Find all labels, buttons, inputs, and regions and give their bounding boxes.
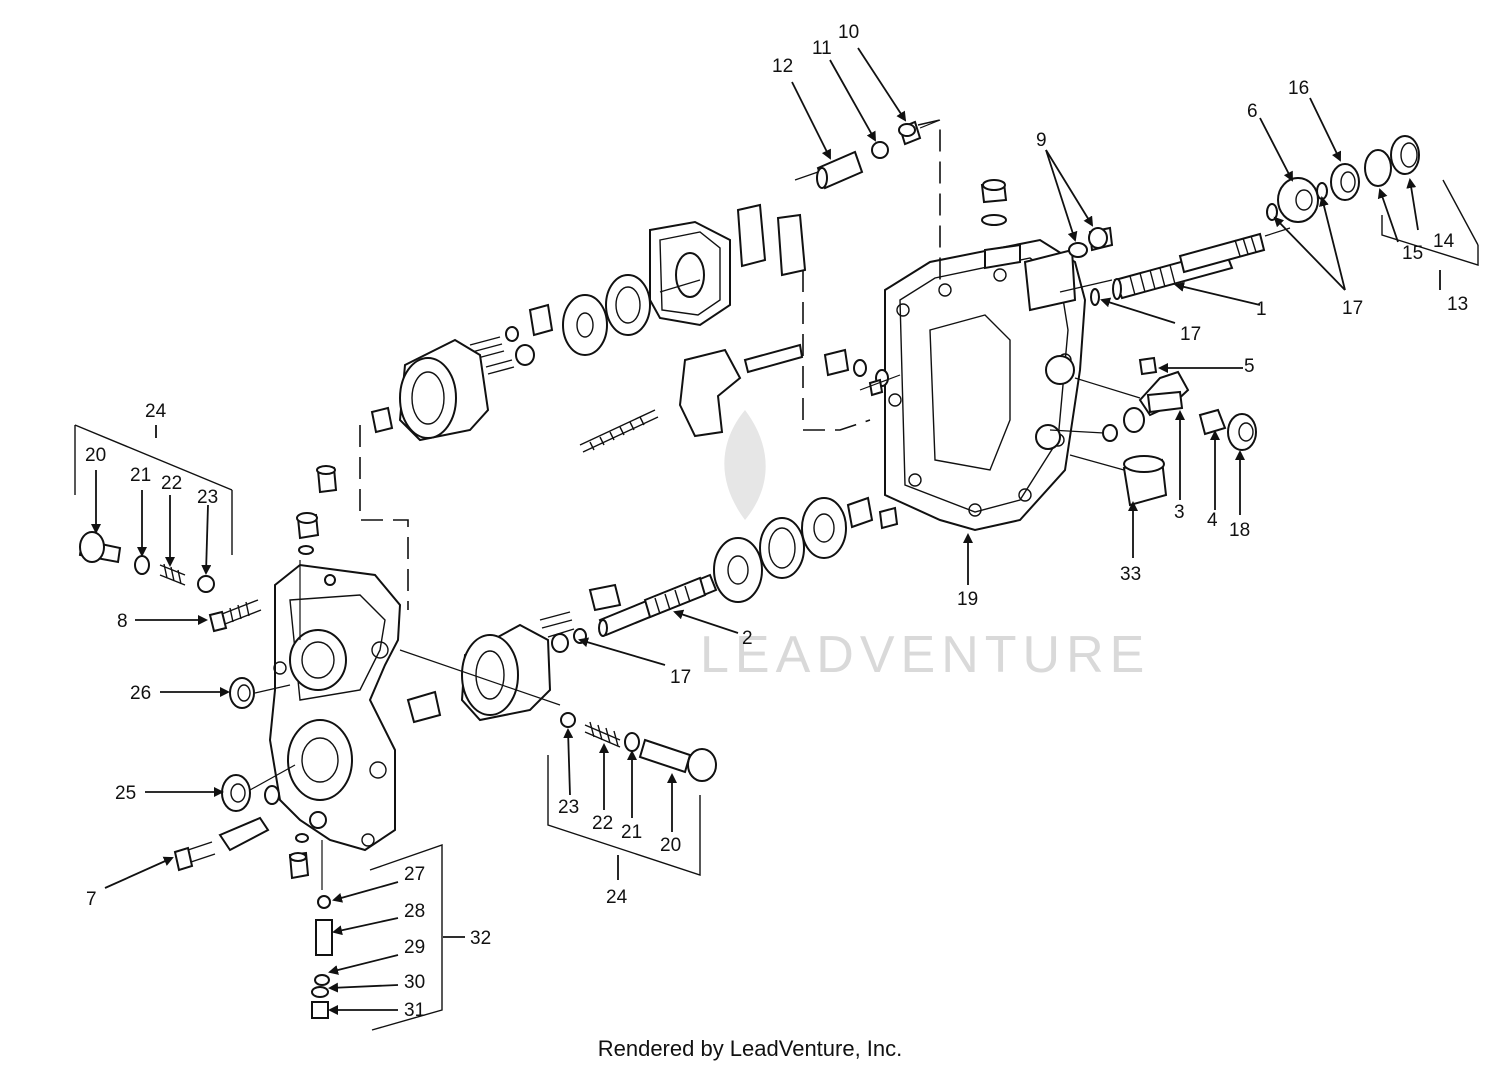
- callout-19: 19: [957, 589, 978, 610]
- bracket-32: [369, 844, 443, 1031]
- left-end-cap: [264, 563, 402, 852]
- callout-24b: 24: [606, 887, 628, 908]
- watermark-text: LEADVENTURE: [700, 626, 1150, 684]
- seal-group-right: [1266, 135, 1420, 223]
- callout-26: 26: [130, 683, 151, 704]
- callout-27: 27: [404, 864, 425, 885]
- seal-25: [221, 774, 251, 812]
- callout-23b: 23: [558, 797, 579, 818]
- callout-22b: 22: [592, 813, 613, 834]
- callout-33: 33: [1120, 564, 1141, 585]
- callout-10: 10: [838, 22, 859, 43]
- callout-labels: 1 2 3 4 5 6 7 8 9 10 11 12 13 14 15 16 1…: [85, 22, 1468, 1021]
- callout-2: 2: [742, 628, 753, 649]
- callout-30: 30: [404, 972, 425, 993]
- callout-20b: 20: [660, 835, 681, 856]
- bolt-7: [173, 816, 270, 872]
- bracket-24-upper: [74, 424, 233, 555]
- callout-6: 6: [1247, 101, 1258, 122]
- callout-25: 25: [115, 783, 136, 804]
- callout-21a: 21: [130, 465, 151, 486]
- callout-20a: 20: [85, 445, 106, 466]
- swashplate-assembly: [469, 203, 807, 375]
- callout-23a: 23: [197, 487, 218, 508]
- check-valve-lower: [560, 712, 717, 782]
- callout-24a: 24: [145, 401, 167, 422]
- bracket-13: [1381, 179, 1479, 266]
- seal-26: [229, 677, 255, 709]
- lower-bearing-stack: [713, 496, 874, 603]
- lower-cylinder-block: [406, 611, 587, 724]
- callout-13: 13: [1447, 294, 1468, 315]
- leader-lines: [91, 47, 1441, 1015]
- callout-28: 28: [404, 901, 425, 922]
- relief-valve-stack: [311, 895, 333, 1019]
- callout-17b: 17: [1180, 324, 1201, 345]
- pins-10-11-12: [816, 120, 922, 190]
- callout-1: 1: [1256, 299, 1267, 320]
- callout-16: 16: [1288, 78, 1309, 99]
- callout-4: 4: [1207, 510, 1218, 531]
- callout-29: 29: [404, 937, 425, 958]
- callout-3: 3: [1174, 502, 1185, 523]
- bolt-8: [208, 599, 262, 633]
- bracket-24-lower: [547, 755, 701, 876]
- callout-22a: 22: [161, 473, 182, 494]
- callout-18: 18: [1229, 520, 1250, 541]
- top-cylinder-block: [370, 338, 490, 442]
- callout-32: 32: [470, 928, 491, 949]
- output-shaft: [588, 573, 718, 637]
- callout-12: 12: [772, 56, 793, 77]
- callout-21b: 21: [621, 822, 642, 843]
- callout-7: 7: [86, 889, 97, 910]
- callout-15: 15: [1402, 243, 1423, 264]
- plug-9: [1068, 226, 1114, 258]
- input-shaft: [1112, 232, 1266, 300]
- left-cap-plugs: [288, 465, 338, 880]
- cap-33: [1122, 455, 1168, 507]
- footer-credit: Rendered by LeadVenture, Inc.: [597, 1036, 903, 1061]
- top-plug: [980, 179, 1008, 226]
- callout-11: 11: [812, 38, 832, 59]
- watermark: LEADVENTURE: [700, 410, 1150, 684]
- callout-5: 5: [1244, 356, 1255, 377]
- small-fittings: [823, 348, 899, 530]
- trunnion-arm: [579, 343, 804, 453]
- control-arm: [1102, 356, 1257, 451]
- callout-17c: 17: [670, 667, 691, 688]
- callout-9: 9: [1036, 130, 1047, 151]
- callout-14: 14: [1433, 231, 1455, 252]
- callout-31: 31: [404, 1000, 425, 1021]
- right-housing: [884, 238, 1087, 532]
- callout-17a: 17: [1342, 298, 1363, 319]
- callout-8: 8: [117, 611, 128, 632]
- check-valve-upper: [78, 531, 215, 593]
